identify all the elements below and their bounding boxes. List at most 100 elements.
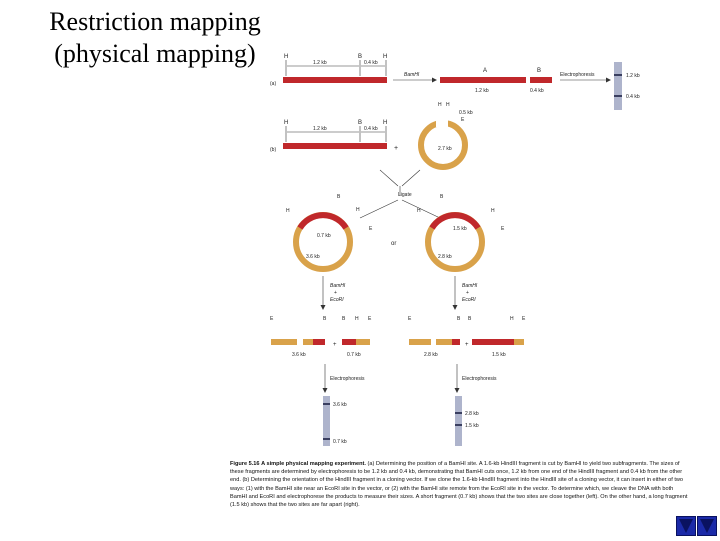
plasmid-left-e: E — [369, 226, 373, 232]
plasmid-right-28kb: 2.8 kb — [438, 254, 452, 260]
prod-right-e1: E — [408, 316, 412, 322]
vector-27kb: 2.7 kb — [438, 146, 452, 152]
prod-left-b2: B — [342, 316, 346, 322]
hindiii-fragment-a — [283, 77, 387, 83]
gel-12kb-label-a: 1.2 kb — [626, 73, 640, 79]
prod-left-36kb: 3.6 kb — [292, 352, 306, 358]
gel-band-15kb-right — [455, 424, 462, 426]
vector-gap — [436, 117, 448, 127]
prod-right-vector-seg — [409, 339, 431, 345]
digest-left-bamhi: BamHI — [330, 283, 346, 289]
hindiii-fragment-b — [283, 143, 387, 149]
plasmid-left-h1: H — [286, 208, 290, 214]
ligate-arrow-left — [379, 169, 399, 187]
cloning-vector — [418, 120, 468, 170]
plasmid-left-b: B — [337, 194, 341, 200]
plasmid-left-36kb: 3.6 kb — [306, 254, 320, 260]
electrophoresis-label-a: Electrophoresis — [560, 72, 595, 78]
electrophoresis-arrowhead-right — [454, 388, 460, 393]
gel-lane-a — [614, 62, 622, 110]
prod-left-small-insert — [342, 339, 356, 345]
or-label: or — [391, 241, 396, 247]
fragment-b-label: B — [537, 68, 541, 74]
prod-right-e2: E — [522, 316, 526, 322]
prod-right-15kb: 1.5 kb — [492, 352, 506, 358]
vector-h1: H — [438, 102, 442, 108]
digest-right-bamhi: BamHI — [462, 283, 478, 289]
gel3-28kb: 2.8 kb — [465, 411, 479, 417]
site-h-a1: H — [284, 54, 288, 60]
ligate-branch-left — [359, 199, 399, 219]
prod-right-28kb: 2.8 kb — [424, 352, 438, 358]
seg-04kb-b: 0.4 kb — [364, 126, 378, 132]
digest-right-ecori: EcoRI — [462, 297, 476, 303]
gel-band-04kb-a — [614, 95, 622, 97]
fragment-a — [440, 77, 526, 83]
gel-band-12kb-a — [614, 74, 622, 76]
prod-left-small-vector — [356, 339, 370, 345]
figure-caption: Figure 5.16 A simple physical mapping ex… — [230, 460, 690, 509]
site-h-b2: H — [383, 120, 387, 126]
fragment-a-label: A — [483, 68, 487, 74]
bamhi-arrowhead — [432, 77, 437, 83]
prod-right-long-vector — [514, 339, 524, 345]
next-slide-icon — [697, 516, 717, 536]
ligate-label: Ligate — [398, 192, 412, 198]
site-b-a: B — [358, 54, 362, 60]
gel2-07kb: 0.7 kb — [333, 439, 347, 445]
digest-arrowhead-right — [452, 305, 458, 310]
gel-band-36kb-left — [323, 403, 330, 405]
previous-slide-button[interactable] — [676, 516, 696, 536]
seg-12kb-a: 1.2 kb — [313, 60, 327, 66]
plasmid-right-b: B — [440, 194, 444, 200]
prod-right-long-insert — [472, 339, 514, 345]
prod-right-h: H — [510, 316, 514, 322]
insert-left — [297, 212, 349, 230]
electrophoresis-label-left: Electrophoresis — [330, 376, 365, 382]
insert-right — [429, 212, 481, 230]
prod-right-s: B — [468, 316, 472, 322]
prod-left-e1: E — [270, 316, 274, 322]
plasmid-left-h2: H — [356, 207, 360, 213]
gel-lane-left — [323, 396, 330, 446]
digest-arrowhead-left — [320, 305, 326, 310]
fragment-a-size: 1.2 kb — [475, 88, 489, 94]
seg-12kb-b: 1.2 kb — [313, 126, 327, 132]
prod-right-b: B — [457, 316, 461, 322]
digest-left-ecori: EcoRI — [330, 297, 344, 303]
digest-right-plus: + — [466, 290, 469, 296]
plasmid-right-h2: H — [491, 208, 495, 214]
panel-a-label: (a) — [270, 81, 276, 87]
electrophoresis-arrowhead-a — [606, 77, 611, 83]
prod-left-vector-seg2 — [303, 339, 313, 345]
vector-e: E — [461, 117, 465, 123]
gel-04kb-label-a: 0.4 kb — [626, 94, 640, 100]
prod-right-insert-seg — [452, 339, 460, 345]
slide-title: Restriction mapping (physical mapping) — [49, 7, 261, 68]
bamhi-label-a: BamHI — [404, 72, 420, 78]
site-h-a2: H — [383, 54, 387, 60]
next-slide-button[interactable] — [697, 516, 717, 536]
prod-left-vector-seg — [271, 339, 297, 345]
prod-right-plus: + — [465, 342, 469, 348]
gel3-15kb: 1.5 kb — [465, 423, 479, 429]
electrophoresis-arrowhead-left — [322, 388, 328, 393]
plasmid-right-e: E — [501, 226, 505, 232]
vector-h2: H — [446, 102, 450, 108]
electrophoresis-label-right: Electrophoresis — [462, 376, 497, 382]
caption-title: A simple physical mapping experiment. — [261, 461, 366, 467]
prod-left-07kb: 0.7 kb — [347, 352, 361, 358]
plasmid-right-h1: H — [417, 208, 421, 214]
plasmid-left-07kb: 0.7 kb — [317, 233, 331, 239]
caption-body: (a) Determining the position of a BamHI … — [230, 461, 688, 509]
site-b-b: B — [358, 120, 362, 126]
previous-slide-icon — [676, 516, 696, 536]
prod-left-h: H — [355, 316, 359, 322]
gel-band-28kb-right — [455, 412, 462, 414]
prod-left-e2: E — [368, 316, 372, 322]
prod-right-vector-seg2 — [436, 339, 452, 345]
plus-b: + — [394, 145, 398, 152]
prod-left-insert-seg — [313, 339, 325, 345]
vector-05kb: 0.5 kb — [459, 110, 473, 116]
